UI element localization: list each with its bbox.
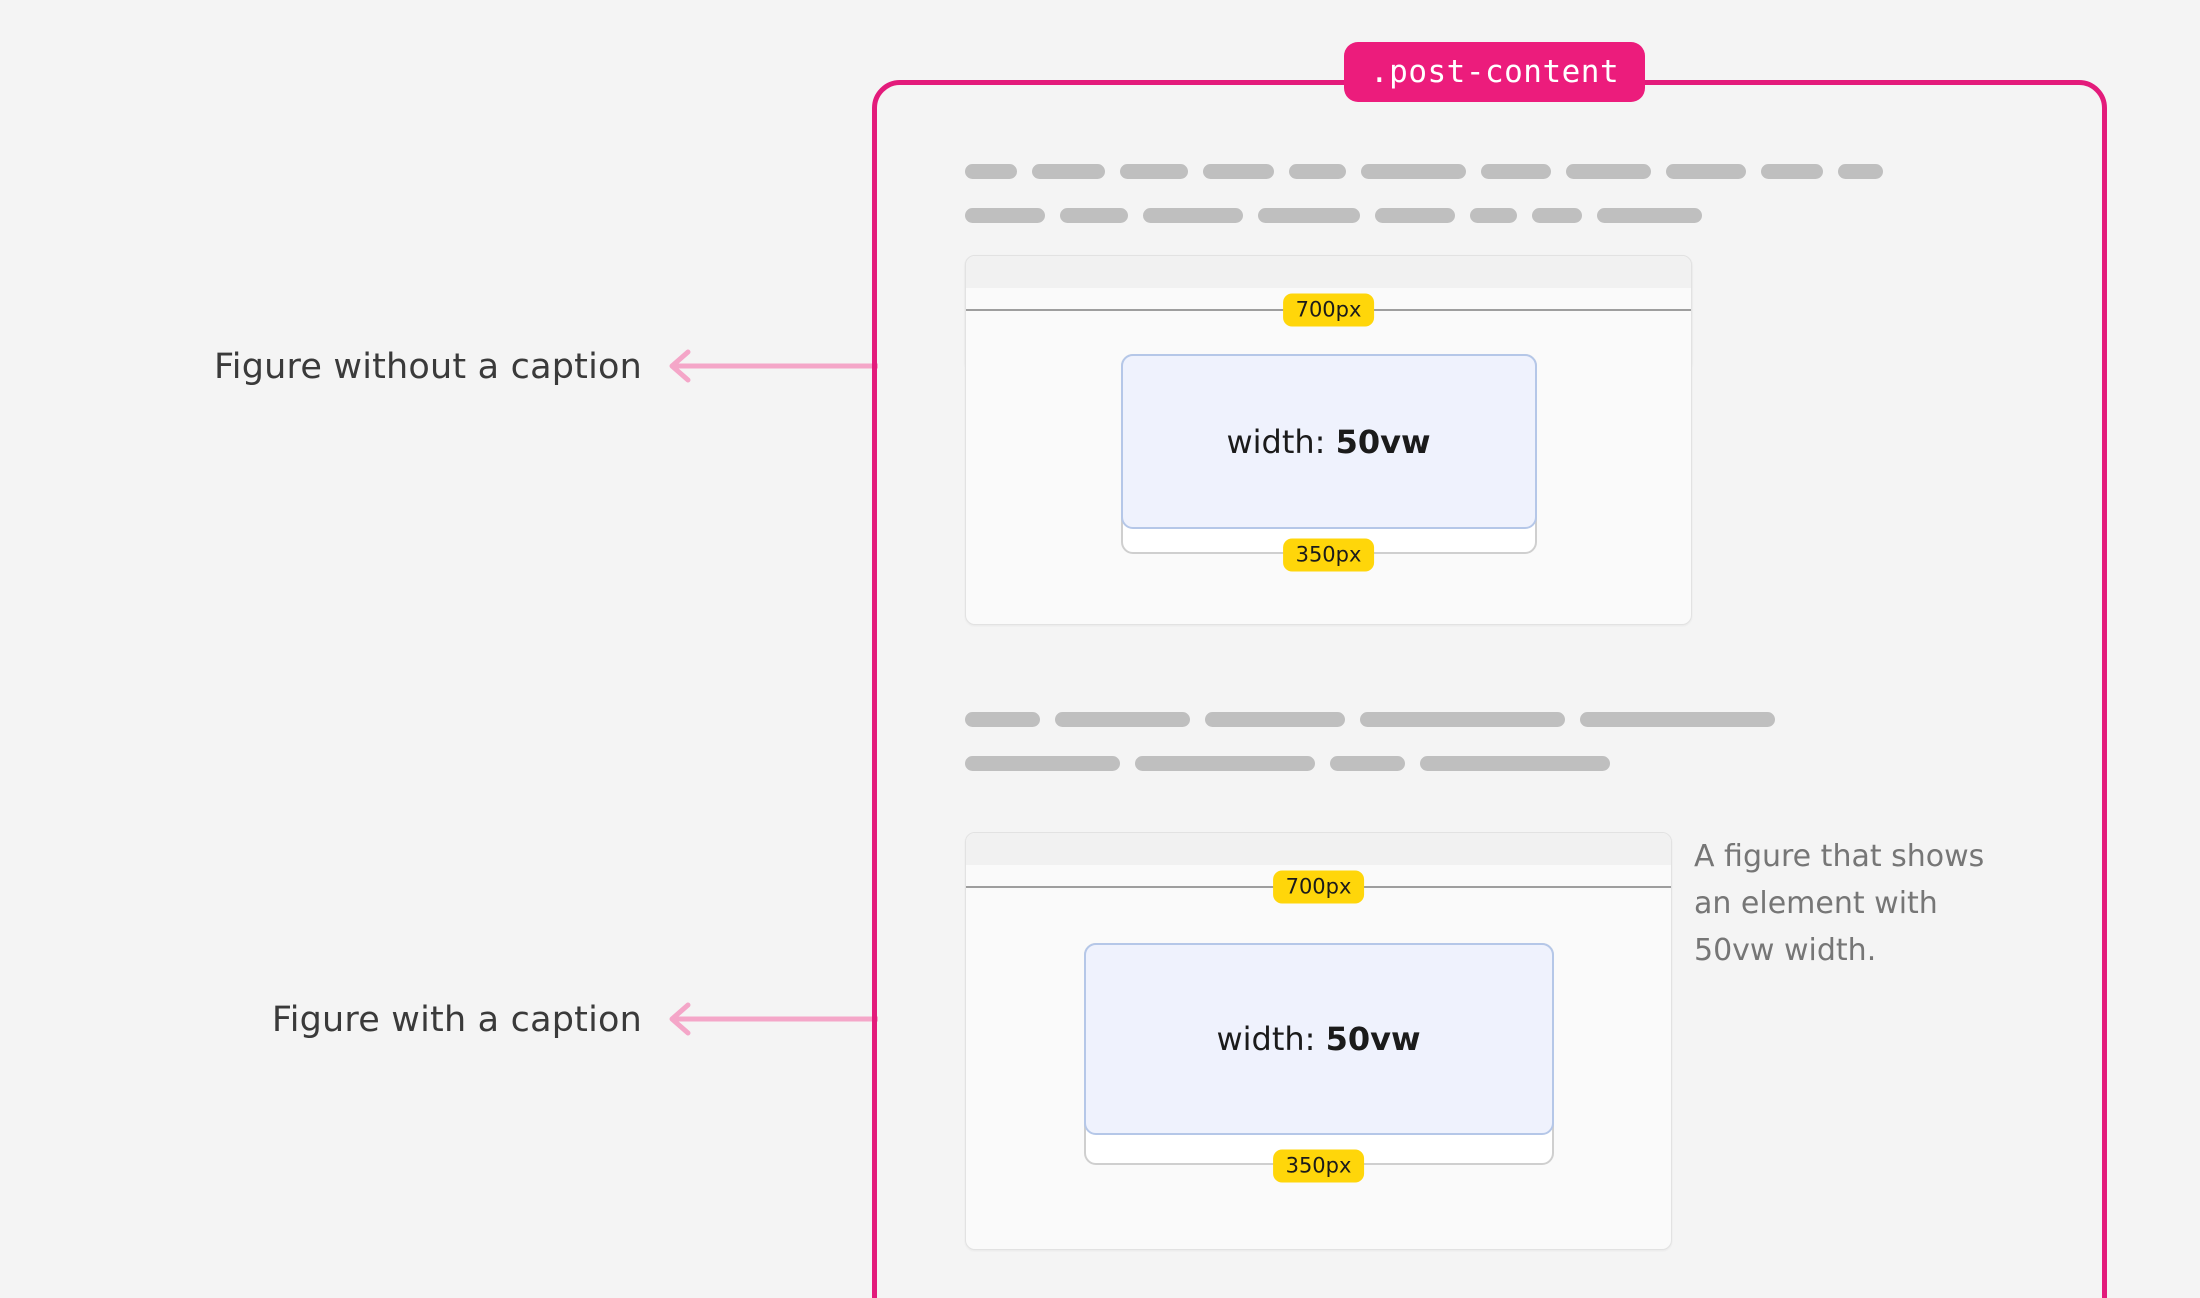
- skeleton-bar: [1360, 711, 1565, 727]
- skeleton-bar: [1838, 163, 1883, 179]
- figure-with-caption: width: 50vw 700px 350px: [965, 832, 1672, 1250]
- paragraph-skeleton-top: [965, 160, 1883, 248]
- skeleton-bar: [1330, 755, 1405, 771]
- skeleton-line: [965, 160, 1883, 182]
- element-50vw-box: width: 50vw: [1120, 354, 1537, 529]
- skeleton-bar: [1566, 163, 1651, 179]
- height-badge-350px: 350px: [1282, 538, 1375, 572]
- skeleton-bar: [1761, 163, 1823, 179]
- skeleton-bar: [1470, 207, 1517, 223]
- paragraph-skeleton-middle: [965, 708, 1775, 796]
- skeleton-bar: [1203, 163, 1274, 179]
- skeleton-bar: [965, 755, 1120, 771]
- skeleton-bar: [965, 163, 1017, 179]
- skeleton-bar: [965, 207, 1045, 223]
- figure-without-caption-body: width: 50vw 700px 350px: [965, 255, 1692, 625]
- skeleton-line: [965, 204, 1883, 226]
- skeleton-bar: [1580, 711, 1775, 727]
- skeleton-bar: [1060, 207, 1128, 223]
- figure-header-strip: [966, 256, 1691, 288]
- element-width-label: width: 50vw: [1216, 1020, 1421, 1058]
- annotation-label-figure-without-caption: Figure without a caption: [213, 347, 642, 387]
- figure-header-strip: [966, 833, 1671, 865]
- skeleton-bar: [1361, 163, 1466, 179]
- height-badge-350px: 350px: [1272, 1149, 1365, 1183]
- figure-caption-text: A figure that shows an element with 50vw…: [1694, 839, 1985, 968]
- skeleton-bar: [1258, 207, 1360, 223]
- skeleton-bar: [1597, 207, 1702, 223]
- skeleton-bar: [1666, 163, 1746, 179]
- annotation-arrow-left-1: [669, 349, 878, 383]
- skeleton-bar: [1143, 207, 1243, 223]
- figure-viewport: width: 50vw: [966, 943, 1671, 1165]
- skeleton-bar: [1532, 207, 1582, 223]
- skeleton-bar: [1375, 207, 1455, 223]
- skeleton-bar: [1055, 711, 1190, 727]
- skeleton-bar: [1135, 755, 1315, 771]
- skeleton-bar: [1120, 163, 1188, 179]
- skeleton-bar: [1420, 755, 1610, 771]
- annotation-label-figure-with-caption: Figure with a caption: [271, 1000, 642, 1040]
- width-badge-700px: 700px: [1272, 870, 1365, 904]
- figure-viewport: width: 50vw: [966, 354, 1691, 554]
- skeleton-line: [965, 752, 1775, 774]
- skeleton-bar: [1289, 163, 1346, 179]
- skeleton-bar: [1481, 163, 1551, 179]
- element-50vw-box: width: 50vw: [1083, 943, 1554, 1135]
- height-measure-box: width: 50vw: [1083, 943, 1554, 1165]
- height-measure-box: width: 50vw: [1120, 354, 1537, 554]
- post-content-label: .post-content: [1344, 42, 1646, 102]
- annotation-arrow-left-2: [669, 1002, 878, 1036]
- element-width-label: width: 50vw: [1226, 422, 1431, 461]
- width-badge-700px: 700px: [1282, 293, 1375, 327]
- skeleton-bar: [1032, 163, 1105, 179]
- skeleton-bar: [1205, 711, 1345, 727]
- skeleton-bar: [965, 711, 1040, 727]
- skeleton-line: [965, 708, 1775, 730]
